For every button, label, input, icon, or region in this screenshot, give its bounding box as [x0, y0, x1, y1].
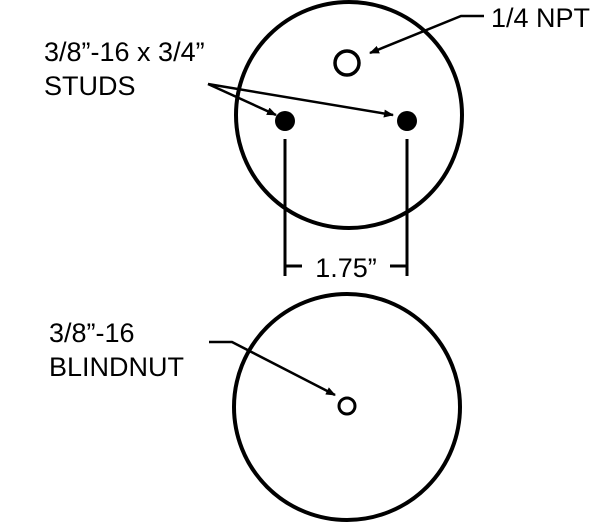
port-leader: [369, 14, 484, 55]
blindnut-label-line2: BLINDNUT: [49, 352, 184, 382]
blindnut-hole: [337, 396, 357, 416]
top-plate: [234, 0, 464, 230]
studs-leader-right: [207, 82, 394, 118]
stud-spacing-dimension: [283, 139, 409, 276]
port-leader-line: [369, 14, 484, 55]
studs-label-line1: 3/8”-16 x 3/4”: [44, 37, 205, 67]
air-port-hole: [333, 49, 361, 77]
blindnut-label-line1: 3/8”-16: [49, 318, 135, 348]
port-label: 1/4 NPT: [491, 3, 590, 33]
bottom-plate: [232, 292, 462, 522]
top-plate-outline: [234, 0, 464, 230]
bottom-plate-outline: [232, 292, 462, 522]
right-stud: [397, 111, 417, 131]
studs-leader-left: [207, 82, 277, 117]
stud-spacing-label: 1.75”: [315, 253, 377, 283]
blindnut-leader: [209, 340, 336, 397]
studs-label-line2: STUDS: [44, 71, 136, 101]
studs-leaders: [207, 82, 394, 118]
left-stud: [275, 111, 295, 131]
